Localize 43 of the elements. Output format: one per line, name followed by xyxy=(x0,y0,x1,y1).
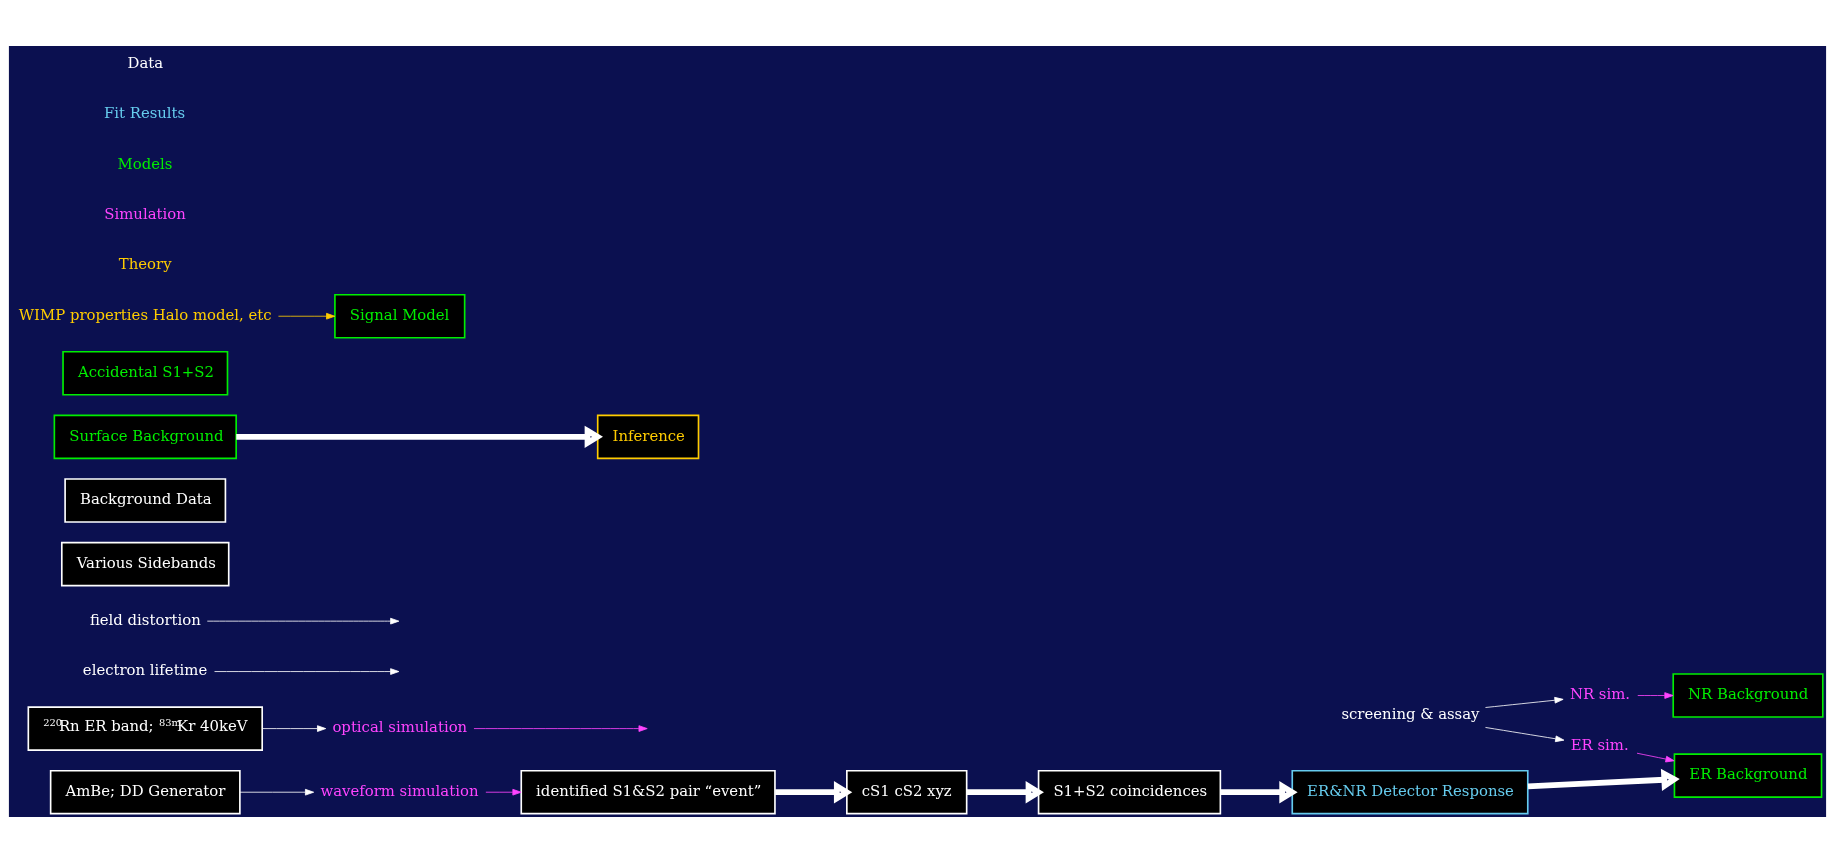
arrow xyxy=(262,724,327,732)
node-box: Accidental S1+S2 xyxy=(62,350,229,396)
arrow xyxy=(775,780,853,803)
node-box: Inference xyxy=(596,414,700,459)
arrow xyxy=(236,425,603,448)
legend-label: Theory xyxy=(118,254,172,273)
arrow xyxy=(966,780,1044,803)
node-text: electron lifetime xyxy=(82,660,208,679)
legend-label: Simulation xyxy=(104,204,186,223)
arrow xyxy=(1637,691,1674,699)
legend-label: Models xyxy=(117,154,173,173)
node-box: ER&NR Detector Response xyxy=(1291,769,1529,814)
arrow xyxy=(1485,726,1565,742)
arrow xyxy=(239,788,315,795)
legend-label: Data xyxy=(127,53,164,72)
arrow xyxy=(485,788,522,795)
node-box: identified S1&S2 pair “event” xyxy=(520,769,776,814)
node-box: Surface Background xyxy=(53,414,237,459)
arrow xyxy=(1527,768,1680,791)
node-box: $^{220}$Rn ER band; $^{83m}$Kr 40keV xyxy=(27,705,263,751)
arrow xyxy=(214,667,400,675)
node-box: ER Background xyxy=(1673,752,1823,798)
node-text: WIMP properties Halo model, etc xyxy=(18,305,272,324)
node-text: waveform simulation xyxy=(320,781,479,800)
arrow xyxy=(1485,696,1564,708)
node-box: NR Background xyxy=(1672,672,1824,718)
node-text: optical simulation xyxy=(332,717,468,736)
arrow xyxy=(1636,752,1675,762)
node-text: ER sim. xyxy=(1570,735,1629,754)
node-box: Background Data xyxy=(64,477,227,523)
node-box: AmBe; DD Generator xyxy=(49,769,241,814)
legend-label: Fit Results xyxy=(103,103,186,122)
arrow xyxy=(206,617,400,624)
node-text: screening & assay xyxy=(1341,704,1480,723)
node-box: S1+S2 coincidences xyxy=(1037,769,1222,814)
node-text: field distortion xyxy=(89,610,201,629)
node-box: Signal Model xyxy=(334,293,466,339)
arrow xyxy=(473,724,648,732)
arrow xyxy=(278,312,336,320)
node-box: cS1 cS2 xyz xyxy=(846,769,968,814)
node-text: NR sim. xyxy=(1569,684,1631,703)
node-box: Various Sidebands xyxy=(60,541,230,586)
arrow xyxy=(1220,780,1298,803)
